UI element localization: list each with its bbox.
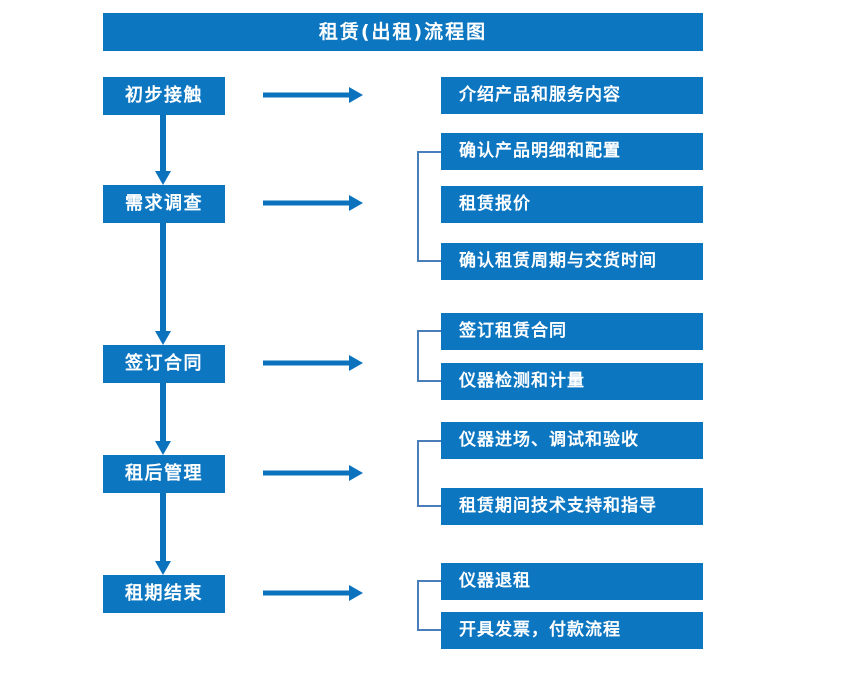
arrow-right-icon-2 [263, 195, 363, 211]
detail-box-sign-lease-contract[interactable]: 签订租赁合同 [441, 313, 703, 350]
arrow-down-icon-4 [155, 493, 171, 575]
group-bracket-post-lease [417, 440, 441, 507]
arrow-down-icon-1 [155, 115, 171, 185]
detail-box-lease-quotation[interactable]: 租赁报价 [441, 186, 703, 223]
detail-box-instrument-return[interactable]: 仪器退租 [441, 563, 703, 600]
arrow-right-icon-5 [263, 585, 363, 601]
arrow-right-icon-4 [263, 465, 363, 481]
detail-box-technical-support[interactable]: 租赁期间技术支持和指导 [441, 488, 703, 525]
arrow-down-icon-2 [155, 223, 171, 345]
group-bracket-needs-survey [417, 151, 441, 262]
stage-box-post-lease-management[interactable]: 租后管理 [103, 455, 225, 493]
detail-box-introduce-products[interactable]: 介绍产品和服务内容 [441, 77, 703, 114]
diagram-title: 租赁(出租)流程图 [103, 13, 703, 51]
stage-box-lease-end[interactable]: 租期结束 [103, 575, 225, 613]
detail-box-instrument-onsite-commissioning[interactable]: 仪器进场、调试和验收 [441, 422, 703, 459]
detail-box-confirm-lease-period[interactable]: 确认租赁周期与交货时间 [441, 243, 703, 280]
detail-box-invoice-payment[interactable]: 开具发票，付款流程 [441, 612, 703, 649]
group-bracket-lease-end [417, 580, 441, 631]
stage-box-sign-contract[interactable]: 签订合同 [103, 345, 225, 383]
arrow-right-icon-1 [263, 87, 363, 103]
arrow-down-icon-3 [155, 383, 171, 455]
group-bracket-sign-contract [417, 330, 441, 382]
stage-box-needs-survey[interactable]: 需求调查 [103, 185, 225, 223]
detail-box-instrument-inspection[interactable]: 仪器检测和计量 [441, 363, 703, 400]
detail-box-confirm-product-spec[interactable]: 确认产品明细和配置 [441, 133, 703, 170]
stage-box-initial-contact[interactable]: 初步接触 [103, 77, 225, 115]
arrow-right-icon-3 [263, 355, 363, 371]
